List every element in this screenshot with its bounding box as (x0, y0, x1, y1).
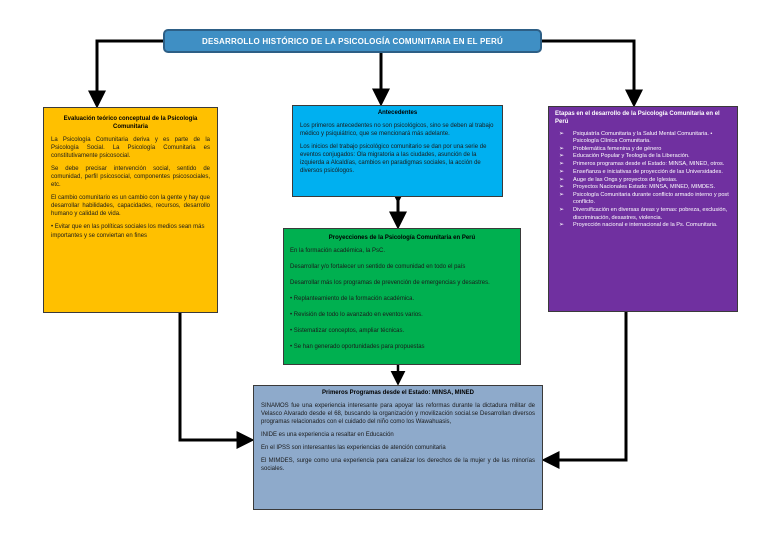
programas-box: Primeros Programas desde el Estado: MINS… (253, 385, 543, 510)
proyecciones-item: • Sistematizar conceptos, ampliar técnic… (290, 328, 405, 335)
arrow-bullet-icon: ➢ (559, 176, 565, 183)
evaluacion-header: Evaluación teórico conceptual de la Psic… (63, 116, 198, 130)
connector-title-evaluacion (88, 39, 163, 109)
programas-paragraph: El MIMDES, surge como una experiencia pa… (261, 458, 535, 473)
arrow-bullet-icon: ➢ (559, 145, 565, 152)
proyecciones-box: Proyecciones de la Psicología Comunitari… (283, 228, 521, 365)
programas-header: Primeros Programas desde el Estado: MINS… (321, 390, 475, 396)
proyecciones-item: • Revisión de todo lo avanzado en evento… (290, 312, 423, 319)
antecedentes-paragraph: Los primeros antecedentes no son psicoló… (300, 122, 494, 137)
antecedentes-box: Antecedentes Los primeros antecedentes n… (292, 105, 503, 197)
connector-evaluacion-programas (178, 313, 255, 449)
arrow-bullet-icon: ➢ (559, 130, 565, 137)
arrow-bullet-icon: ➢ (559, 153, 565, 160)
list-item: ➢Primeros programas desde el Estado: MIN… (559, 161, 725, 168)
list-item: ➢Proyección nacional e internacional de … (559, 222, 718, 229)
antecedentes-paragraph: Los inicios del trabajo psicológico comu… (300, 143, 487, 175)
list-item: ➢Educación Popular y Teología de la Libe… (559, 153, 690, 160)
programas-paragraph: SINAMOS fue una experiencia interesante … (261, 402, 535, 425)
connector-title-etapas (542, 39, 643, 108)
evaluacion-paragraph: El cambio comunitario es un cambio con l… (51, 195, 210, 218)
proyecciones-header: Proyecciones de la Psicología Comunitari… (328, 235, 476, 241)
arrow-bullet-icon: ➢ (559, 161, 565, 168)
arrow-bullet-icon: ➢ (559, 184, 565, 191)
evaluacion-paragraph: • Evitar que en las políticas sociales l… (51, 224, 205, 239)
list-item: ➢Psiquiatría Comunitaria y la Salud Ment… (559, 130, 713, 144)
arrow-bullet-icon: ➢ (559, 192, 565, 199)
diagram-title: DESARROLLO HISTÓRICO DE LA PSICOLOGÍA CO… (163, 29, 542, 53)
programas-paragraph: INIDE es una experiencia a resaltar en E… (261, 432, 394, 439)
list-item: ➢Enseñanza e iniciativas de proyección d… (559, 168, 723, 175)
evaluacion-paragraph: Se debe precisar intervención social, se… (51, 165, 210, 189)
arrow-bullet-icon: ➢ (559, 222, 565, 229)
arrow-bullet-icon: ➢ (559, 207, 565, 214)
list-item: ➢Psicología Comunitaria durante conflict… (559, 192, 729, 206)
proyecciones-item: Desarrollar más los programas de prevenc… (290, 279, 490, 286)
etapas-header: Etapas en el desarrollo de la Psicología… (555, 111, 720, 125)
etapas-list: ➢Psiquiatría Comunitaria y la Salud Ment… (555, 131, 731, 230)
list-item: ➢Proyectos Nacionales Estado: MINSA, MIN… (559, 184, 716, 191)
proyecciones-item: En la formación académica, la PsC. (290, 247, 386, 254)
evaluacion-box: Evaluación teórico conceptual de la Psic… (43, 107, 218, 313)
programas-paragraph: En el IPSS son interesantes las experien… (261, 445, 446, 452)
proyecciones-item: Desarrollar y/o fortalecer un sentido de… (290, 263, 466, 270)
proyecciones-item: • Se han generado oportunidades para pro… (290, 344, 425, 351)
proyecciones-item: • Replanteamiento de la formación académ… (290, 296, 415, 303)
etapas-box: Etapas en el desarrollo de la Psicología… (548, 106, 738, 312)
arrow-bullet-icon: ➢ (559, 168, 565, 175)
evaluacion-paragraph: La Psicología Comunitaria deriva y es pa… (51, 136, 210, 159)
list-item: ➢Auge de las Ongs y proyectos de Iglesia… (559, 176, 678, 183)
list-item: ➢Problemática femenina y de género (559, 145, 662, 152)
connector-etapas-programas (541, 312, 628, 469)
antecedentes-header: Antecedentes (377, 110, 418, 116)
list-item: ➢Diversificación en diversas áreas y tem… (559, 207, 728, 221)
